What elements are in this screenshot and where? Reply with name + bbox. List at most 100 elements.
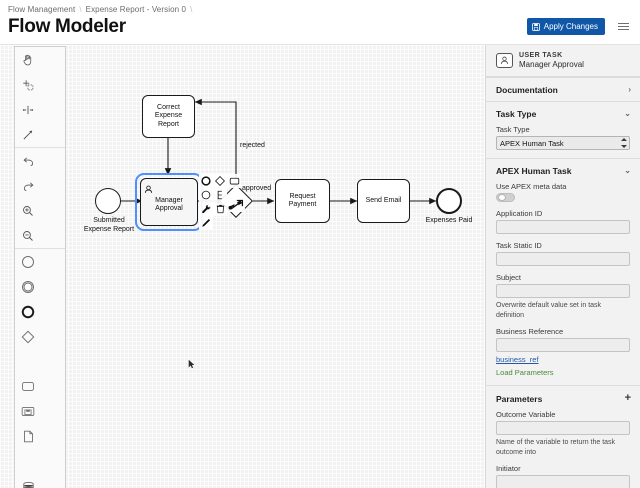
properties-element-kind: USER TASK <box>519 52 563 59</box>
global-connect-tool-icon[interactable] <box>15 122 41 147</box>
bpmn-task-send-email[interactable]: Send Email <box>357 179 410 223</box>
use-apex-meta-data-label: Use APEX meta data <box>496 182 567 191</box>
palette-group-history <box>15 148 65 249</box>
subject-input[interactable] <box>496 284 630 298</box>
zoom-out-icon[interactable] <box>15 223 41 248</box>
bpmn-edge-label-rejected: rejected <box>240 142 265 149</box>
user-task-icon <box>496 53 513 68</box>
bpmn-edge-label-approved: approved <box>242 185 272 192</box>
intermediate-event-icon[interactable] <box>15 274 41 299</box>
save-disk-icon <box>531 22 540 31</box>
redo-icon[interactable] <box>15 173 41 198</box>
palette-group-tools <box>15 47 65 148</box>
mouse-cursor-icon <box>188 356 195 374</box>
trash-delete-icon[interactable] <box>213 202 227 216</box>
business-ref-link[interactable]: business_ref <box>496 355 539 364</box>
empty-slot <box>15 449 41 474</box>
use-apex-meta-data-toggle[interactable] <box>496 193 515 202</box>
properties-panel: USER TASK Manager Approval Documentation… <box>485 45 640 488</box>
toggle-knob <box>498 194 506 201</box>
task-type-field-label: Task Type <box>496 125 530 134</box>
properties-header: USER TASK Manager Approval <box>486 45 640 77</box>
business-reference-input[interactable] <box>496 338 630 352</box>
bpmn-connections <box>112 98 437 205</box>
properties-element-name: Manager Approval <box>519 60 584 69</box>
outcome-variable-label: Outcome Variable <box>496 410 556 419</box>
apply-changes-label: Apply Changes <box>543 22 598 31</box>
connect-icon[interactable] <box>227 196 245 212</box>
bpmn-task-request-payment[interactable]: Request Payment <box>275 179 330 223</box>
space-tool-icon[interactable] <box>15 97 41 122</box>
end-event-icon[interactable] <box>15 299 41 324</box>
start-event-icon[interactable] <box>15 249 41 274</box>
pen-edit-icon[interactable] <box>199 216 213 230</box>
task-icon[interactable] <box>15 374 41 399</box>
section-apex-human-task: APEX Human Task ⌄ Use APEX meta data App… <box>486 158 640 385</box>
data-store-icon[interactable] <box>15 474 41 488</box>
subject-help-text: Overwrite default value set in task defi… <box>496 302 602 319</box>
application-id-label: Application ID <box>496 209 543 218</box>
append-task-icon[interactable] <box>227 174 241 188</box>
section-documentation: Documentation › <box>486 77 640 101</box>
task-static-id-input[interactable] <box>496 252 630 266</box>
append-intermediate-event-icon[interactable] <box>199 188 213 202</box>
gateway-icon[interactable] <box>15 324 41 349</box>
bpmn-end-event[interactable] <box>436 188 462 214</box>
section-task-type: Task Type ⌄ Task Type <box>486 101 640 158</box>
chevron-right-icon: › <box>628 85 631 94</box>
bpmn-start-event-label: Submitted Expense Report <box>83 217 135 233</box>
apex-section-title: APEX Human Task <box>496 166 572 176</box>
load-parameters-link[interactable]: Load Parameters <box>496 368 554 377</box>
task-type-select[interactable] <box>496 136 630 150</box>
documentation-section-title: Documentation <box>496 85 558 95</box>
bpmn-end-event-label: Expenses Paid <box>425 217 473 224</box>
zoom-in-icon[interactable] <box>15 198 41 223</box>
chevron-down-icon: ⌄ <box>624 109 631 118</box>
outcome-variable-help-text: Name of the variable to return the task … <box>496 439 616 456</box>
add-parameter-icon[interactable]: + <box>624 392 631 404</box>
append-end-event-icon[interactable] <box>199 174 213 188</box>
data-object-store-icon[interactable] <box>15 399 41 424</box>
outcome-variable-input[interactable] <box>496 421 630 435</box>
task-type-section-title: Task Type <box>496 109 537 119</box>
application-id-input[interactable] <box>496 220 630 234</box>
wrench-change-type-icon[interactable] <box>199 202 213 216</box>
app-header: Flow Management \ Expense Report - Versi… <box>0 0 640 45</box>
parameters-section-body: Outcome Variable Name of the variable to… <box>486 410 640 488</box>
apex-section-toggle[interactable]: APEX Human Task ⌄ <box>486 159 640 182</box>
task-type-section-body: Task Type <box>486 125 640 158</box>
bpmn-task-manager-approval[interactable]: Manager Approval <box>140 178 198 226</box>
task-static-id-label: Task Static ID <box>496 241 542 250</box>
apply-changes-button[interactable]: Apply Changes <box>526 18 605 35</box>
initiator-label: Initiator <box>496 464 521 473</box>
apex-section-body: Use APEX meta data Application ID Task S… <box>486 182 640 385</box>
bpmn-canvas-inner: Submitted Expense Report Correct Expense… <box>0 45 485 488</box>
chevron-down-icon: ⌄ <box>624 166 631 175</box>
breadcrumb-item-1[interactable]: Expense Report - Version 0 <box>85 5 187 14</box>
section-parameters: Parameters + Outcome Variable Name of th… <box>486 385 640 488</box>
bpmn-palette <box>14 46 66 488</box>
append-gateway-icon[interactable] <box>213 174 227 188</box>
breadcrumb-separator-trailing: \ <box>190 5 193 14</box>
breadcrumb-item-0[interactable]: Flow Management <box>8 5 76 14</box>
parameters-section-header: Parameters + <box>486 386 640 410</box>
hand-tool-icon[interactable] <box>15 47 41 72</box>
task-type-section-toggle[interactable]: Task Type ⌄ <box>486 102 640 125</box>
initiator-input[interactable] <box>496 475 630 488</box>
palette-group-elements <box>15 249 65 488</box>
data-object-icon[interactable] <box>15 424 41 449</box>
bpmn-task-correct-expense-report[interactable]: Correct Expense Report <box>142 95 195 138</box>
bpmn-canvas[interactable]: Submitted Expense Report Correct Expense… <box>0 45 485 488</box>
business-reference-label: Business Reference <box>496 327 564 336</box>
subject-label: Subject <box>496 273 522 282</box>
undo-icon[interactable] <box>15 148 41 173</box>
page-title: Flow Modeler <box>8 16 126 37</box>
task-type-select-wrap <box>496 136 630 150</box>
bpmn-start-event[interactable] <box>95 188 121 214</box>
documentation-section-toggle[interactable]: Documentation › <box>486 78 640 101</box>
lasso-tool-icon[interactable] <box>15 72 41 97</box>
empty-slot <box>15 349 41 374</box>
menu-hamburger-icon[interactable] <box>615 18 632 35</box>
append-text-annotation-icon[interactable] <box>213 188 227 202</box>
